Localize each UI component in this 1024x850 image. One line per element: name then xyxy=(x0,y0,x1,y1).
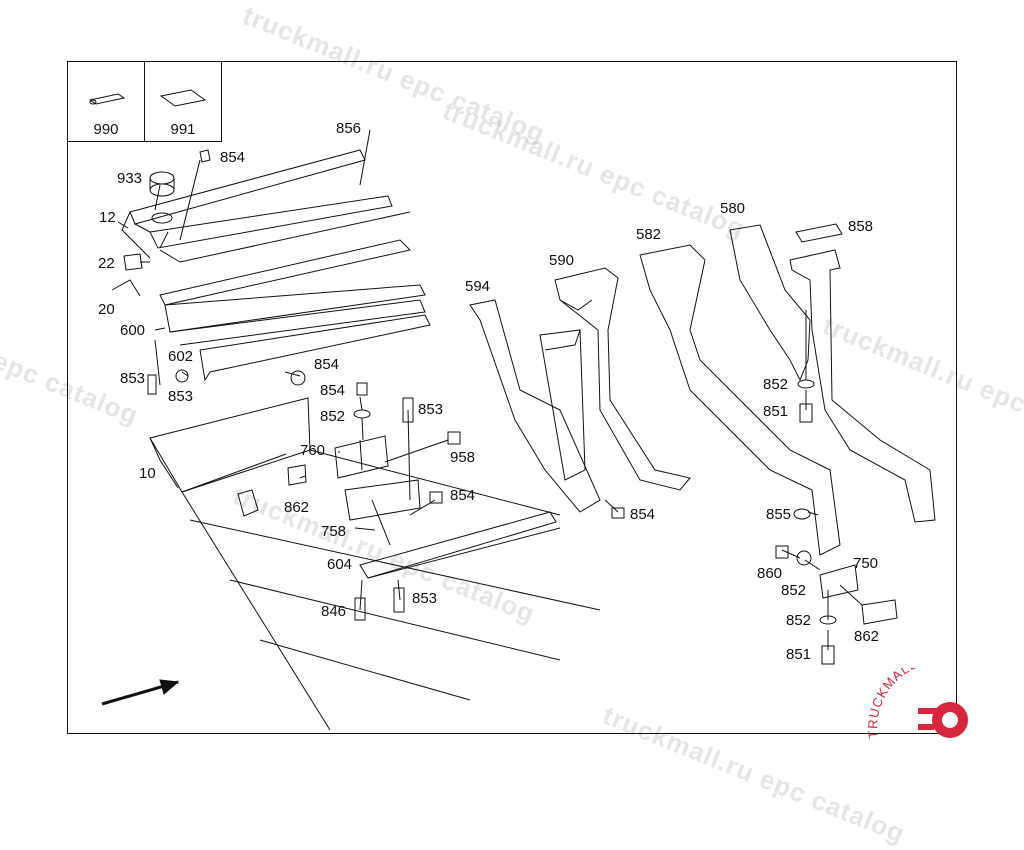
thumbnail-991[interactable]: 991 xyxy=(144,61,222,142)
truckmallparts-logo: TRUCKMALLPARTS xyxy=(858,650,1018,750)
callout-label[interactable]: 594 xyxy=(465,278,491,295)
callout-label[interactable]: 860 xyxy=(757,565,783,582)
callout-label[interactable]: 854 xyxy=(220,149,246,166)
callout-label[interactable]: 20 xyxy=(98,301,115,318)
callout-label[interactable]: 854 xyxy=(320,382,346,399)
callout-label[interactable]: 853 xyxy=(418,401,444,418)
thumbnail-label: 990 xyxy=(93,121,119,138)
callout-label[interactable]: 590 xyxy=(549,252,575,269)
callout-label[interactable]: 750 xyxy=(853,555,879,572)
callout-label[interactable]: 22 xyxy=(98,255,115,272)
plate-991-icon xyxy=(159,89,207,107)
gear-logo-icon: TRUCKMALLPARTS xyxy=(865,650,968,739)
callout-label[interactable]: 958 xyxy=(450,449,476,466)
callout-label[interactable]: 602 xyxy=(168,348,194,365)
callout-label[interactable]: 853 xyxy=(412,590,438,607)
callout-label[interactable]: 852 xyxy=(320,408,346,425)
callout-label[interactable]: 582 xyxy=(636,226,662,243)
callout-label[interactable]: 852 xyxy=(786,612,812,629)
thumbnail-label: 991 xyxy=(170,121,196,138)
callout-label[interactable]: 852 xyxy=(781,582,807,599)
callout-label[interactable]: 862 xyxy=(854,628,880,645)
callout-label[interactable]: 851 xyxy=(763,403,789,420)
callout-label[interactable]: 10 xyxy=(139,465,156,482)
callout-label[interactable]: 858 xyxy=(848,218,874,235)
callout-label[interactable]: 853 xyxy=(168,388,194,405)
callout-label[interactable]: 933 xyxy=(117,170,143,187)
callout-label[interactable]: 854 xyxy=(314,356,340,373)
callout-label[interactable]: 855 xyxy=(766,506,792,523)
callout-label[interactable]: 854 xyxy=(450,487,476,504)
pin-990-icon xyxy=(88,93,126,105)
callout-label[interactable]: 862 xyxy=(284,499,310,516)
callout-label[interactable]: 600 xyxy=(120,322,146,339)
callout-label[interactable]: 580 xyxy=(720,200,746,217)
callout-label[interactable]: 846 xyxy=(321,603,347,620)
callout-label[interactable]: 758 xyxy=(321,523,347,540)
callout-label[interactable]: 853 xyxy=(120,370,146,387)
exploded-view-drawing xyxy=(101,129,936,731)
callout-label[interactable]: 856 xyxy=(336,120,362,137)
diagram-frame xyxy=(67,61,957,734)
callout-label[interactable]: 12 xyxy=(99,209,116,226)
callout-label[interactable]: 604 xyxy=(327,556,353,573)
callout-label[interactable]: 852 xyxy=(763,376,789,393)
callout-label[interactable]: 854 xyxy=(630,506,656,523)
callout-label[interactable]: 760 xyxy=(300,442,326,459)
callout-label[interactable]: 851 xyxy=(786,646,812,663)
